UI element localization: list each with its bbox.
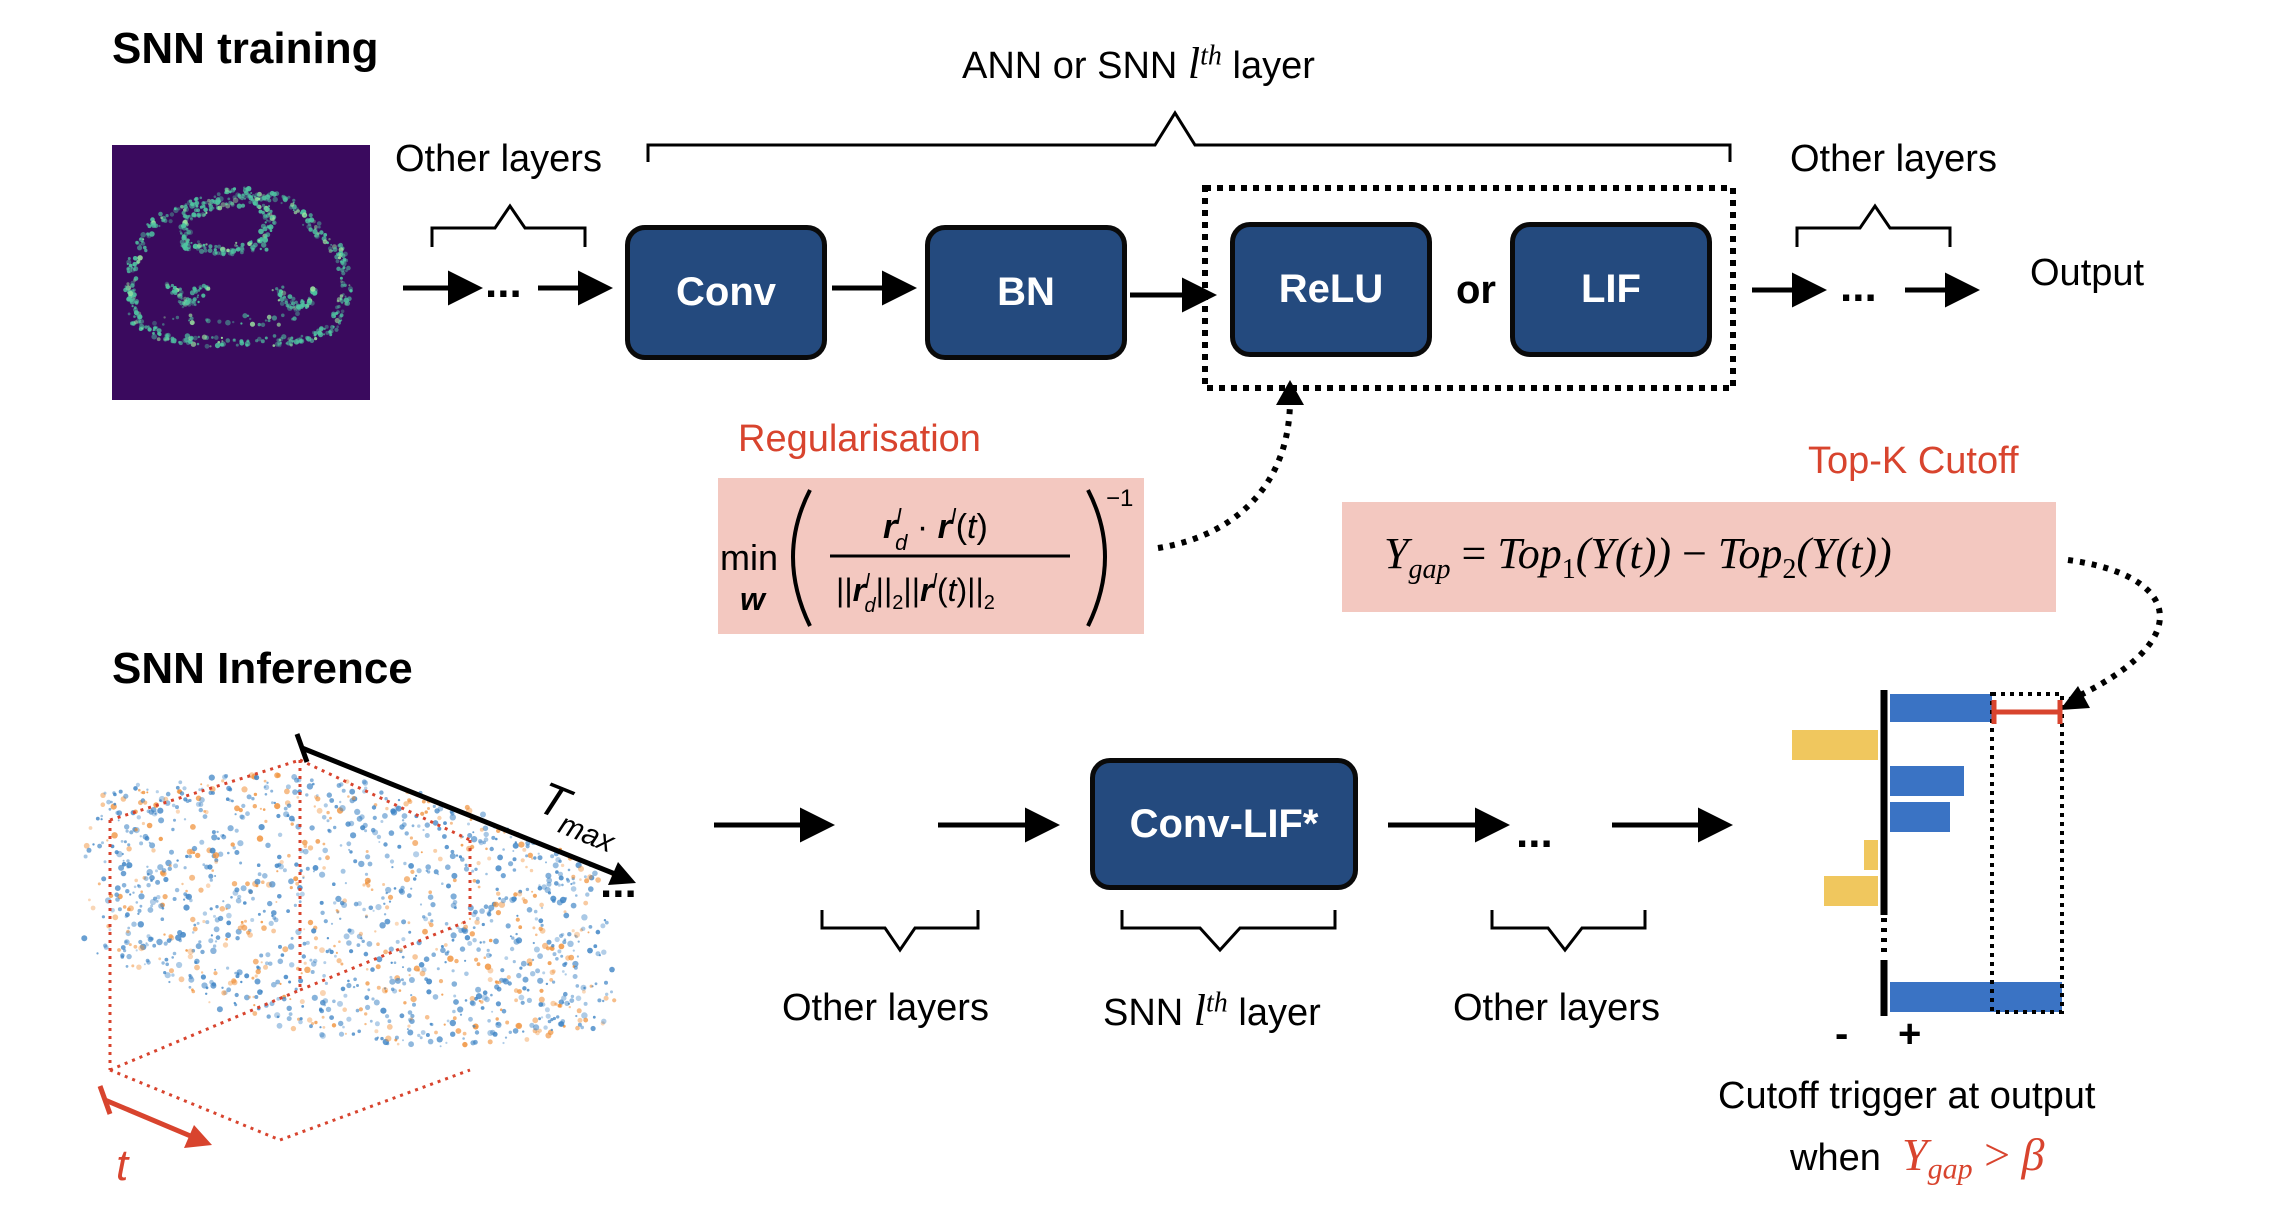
bar-4 <box>1890 802 1950 832</box>
inf-other-layers-right: Other layers <box>1453 987 1660 1029</box>
inf-brace-mid <box>1120 910 1337 953</box>
bar-2 <box>1792 730 1878 760</box>
topk-sub1: 1 <box>1561 553 1576 585</box>
regularisation-dotted-arrow <box>1157 399 1293 551</box>
regularisation-title: Regularisation <box>738 418 981 460</box>
conv-lif-block: Conv-LIF* <box>1090 758 1358 890</box>
or-label: or <box>1456 268 1496 312</box>
cutoff-sub: gap <box>1927 1152 1973 1186</box>
minus-sign: - <box>1835 1012 1849 1056</box>
plus-sign: + <box>1898 1012 1922 1056</box>
bar-7 <box>1890 982 2062 1012</box>
bar-6 <box>1824 876 1878 906</box>
training-section-title: SNN training <box>112 24 379 73</box>
topk-formula: Ygap = Top1(Y(t)) − Top2(Y(t)) <box>1384 528 1892 586</box>
layer-header-suffix: layer <box>1221 45 1315 87</box>
topk-formula-box: Ygap = Top1(Y(t)) − Top2(Y(t)) <box>1342 502 2056 612</box>
t-label: t <box>116 1141 130 1190</box>
ellipsis-left: ... <box>485 258 522 307</box>
topk-dotted-arrow <box>2067 557 2163 703</box>
layer-header-l: l <box>1187 39 1201 88</box>
other-layers-left-brace <box>430 203 587 247</box>
other-layers-right-label: Other layers <box>1790 138 1997 180</box>
cutoff-gt: > <box>1972 1129 2022 1180</box>
bar-5 <box>1864 840 1878 870</box>
formula-min-sub: w <box>740 581 767 617</box>
formula-left-paren <box>791 489 812 627</box>
layer-header-prefix: ANN or SNN <box>962 45 1188 87</box>
layer-header-th: th <box>1200 40 1222 72</box>
topk-lhs: Y <box>1384 529 1409 578</box>
snn-layer-prefix: SNN <box>1103 992 1194 1034</box>
inf-brace-left <box>820 910 980 953</box>
topk-eq: = <box>1450 529 1498 578</box>
topk-sub2: 2 <box>1782 553 1797 585</box>
cutoff-line-1: Cutoff trigger at output <box>1718 1075 2096 1117</box>
topk-arg2: (Y(t)) <box>1796 529 1892 578</box>
other-layers-right-brace <box>1795 203 1952 247</box>
output-label: Output <box>2030 252 2145 294</box>
topk-minus: − <box>1671 529 1718 578</box>
bn-block: BN <box>925 225 1127 360</box>
cutoff-Y: Y <box>1901 1129 1928 1180</box>
topk-top1: Top <box>1497 529 1562 578</box>
inference-section-title: SNN Inference <box>112 644 413 693</box>
activation-dotted-box <box>1202 185 1736 391</box>
inf-brace-right <box>1490 910 1647 953</box>
snn-layer-th: th <box>1206 987 1228 1019</box>
layer-brace <box>646 110 1732 162</box>
formula-right-paren <box>1086 489 1107 627</box>
dvs-car-image <box>112 145 370 400</box>
layer-header: ANN or SNN lth layer <box>962 38 1315 89</box>
formula-min: min <box>720 537 778 578</box>
ellipsis-right: ... <box>1840 262 1877 311</box>
lif-block: LIF <box>1510 222 1712 357</box>
inf-snn-layer-label: SNN lth layer <box>1103 985 1321 1036</box>
inf-ellipsis-right: ... <box>1516 808 1553 857</box>
cutoff-when: when <box>1790 1137 1881 1179</box>
cutoff-line-2: when Ygap > β <box>1790 1128 2044 1187</box>
snn-layer-suffix: layer <box>1227 992 1321 1034</box>
relu-block: ReLU <box>1230 222 1432 357</box>
inf-ellipsis-left: ... <box>600 858 637 907</box>
bar-1 <box>1890 694 1992 722</box>
snn-layer-l: l <box>1193 986 1207 1035</box>
output-bar-chart <box>1792 690 2064 1016</box>
topk-title: Top-K Cutoff <box>1808 440 2019 482</box>
bar-3 <box>1890 766 1964 796</box>
cutoff-dotted-region <box>1990 692 2064 1014</box>
formula-exponent: −1 <box>1106 485 1133 512</box>
topk-lhs-sub: gap <box>1408 553 1451 585</box>
inf-other-layers-left: Other layers <box>782 987 989 1029</box>
topk-top2: Top <box>1717 529 1783 578</box>
cutoff-beta: β <box>2021 1129 2045 1180</box>
conv-block: Conv <box>625 225 827 360</box>
other-layers-left-label: Other layers <box>395 138 602 180</box>
topk-arg1: (Y(t)) <box>1575 529 1672 578</box>
